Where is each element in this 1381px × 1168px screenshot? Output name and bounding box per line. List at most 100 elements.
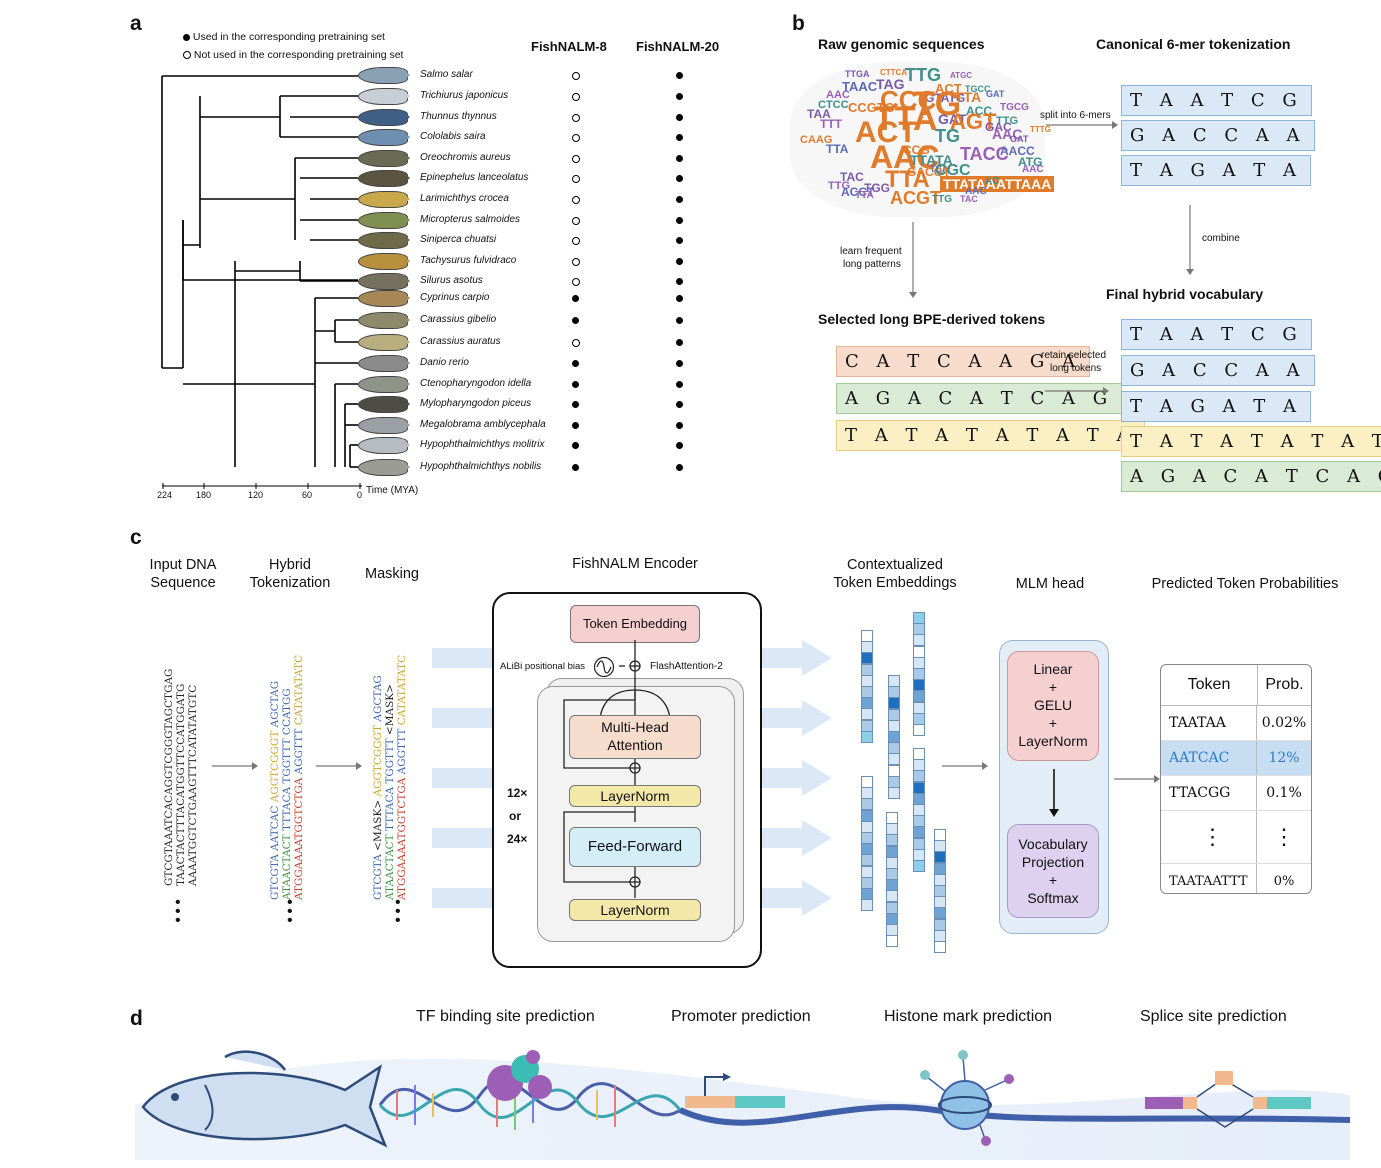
cloud-word: TTA bbox=[826, 142, 849, 157]
fish-icon bbox=[141, 1050, 388, 1148]
task-histone: Histone mark prediction bbox=[884, 1008, 1053, 1025]
layernorm-box-1: LayerNorm bbox=[569, 785, 701, 807]
fish-tail bbox=[402, 192, 410, 206]
cloud-word: TG bbox=[935, 125, 960, 146]
cloud-word: TTG bbox=[932, 194, 952, 205]
encoder-input-arrows bbox=[432, 640, 832, 916]
fish-icon bbox=[358, 253, 408, 270]
cloud-word: ACC bbox=[966, 104, 992, 119]
embedding-cell bbox=[913, 623, 925, 636]
token-span: AGCTAG bbox=[372, 675, 384, 722]
embedding-cell bbox=[861, 708, 873, 721]
cloud-word: TTATAAATTAAA bbox=[940, 176, 1055, 193]
embedding-cell bbox=[913, 634, 925, 647]
table-cell-token: AATCAC bbox=[1161, 741, 1257, 775]
embedding-cell bbox=[934, 885, 946, 897]
mlm-plus-2: + bbox=[1048, 715, 1058, 731]
embedding-cell bbox=[888, 686, 900, 699]
fish-icon bbox=[358, 150, 408, 167]
table-cell-token: TTACGG bbox=[1161, 776, 1257, 810]
species-name: Cyprinus carpio bbox=[420, 292, 490, 303]
species-name: Silurus asotus bbox=[420, 275, 483, 286]
token-span: AGCTAG bbox=[269, 680, 281, 728]
species-name: Siniperca chuatsi bbox=[420, 234, 497, 245]
embedding-cell bbox=[886, 890, 898, 903]
combine-arrow bbox=[1186, 205, 1194, 275]
token-span: ATAACTACT bbox=[281, 830, 293, 900]
fish-icon bbox=[358, 170, 408, 187]
cloud-word: TGG bbox=[864, 181, 890, 196]
filled-dot-icon bbox=[676, 442, 683, 449]
embedding-cell bbox=[886, 812, 898, 824]
cloud-word: GAT bbox=[1010, 134, 1029, 145]
fish-icon bbox=[358, 109, 408, 126]
embedding-cell bbox=[888, 697, 900, 710]
fish-tail bbox=[402, 110, 410, 124]
dna-helix-icon bbox=[378, 1075, 682, 1130]
embedding-cell bbox=[886, 935, 898, 948]
cloud-word: CCG bbox=[903, 143, 930, 158]
fish-icon bbox=[358, 376, 408, 393]
kmer-token-1: T A A T C G bbox=[1121, 85, 1312, 116]
learn-label-1: learn frequent bbox=[840, 246, 902, 257]
fish-tail bbox=[402, 233, 410, 247]
col-pred-heading: Predicted Token Probabilities bbox=[1151, 576, 1339, 592]
filled-dot-icon bbox=[676, 278, 683, 285]
embedding-cell bbox=[913, 690, 925, 703]
encoder-flow-lines bbox=[563, 640, 671, 898]
raw-seq-title: Raw genomic sequences bbox=[818, 36, 985, 52]
embedding-cell bbox=[888, 742, 900, 755]
filled-dot-icon bbox=[676, 317, 683, 324]
cloud-word: TG bbox=[914, 85, 962, 124]
filled-dot-icon bbox=[676, 258, 683, 265]
table-row: ⋮⋮ bbox=[1161, 811, 1311, 864]
token-span: TTTACA bbox=[384, 783, 396, 831]
kmer-token-2: G A C C A A bbox=[1121, 120, 1315, 151]
embedding-cell bbox=[861, 798, 873, 811]
fish-icon bbox=[358, 355, 408, 372]
cloud-word: ACT bbox=[855, 116, 917, 149]
cloud-word: GAC bbox=[985, 120, 1012, 135]
embedding-cell bbox=[886, 879, 898, 892]
cloud-word: CTCC bbox=[818, 98, 849, 111]
filled-dot-icon bbox=[676, 217, 683, 224]
mlm-inner-arrow bbox=[1049, 769, 1059, 817]
species-name: Micropterus salmoides bbox=[420, 214, 521, 225]
fish-tail bbox=[402, 130, 410, 144]
embedding-cell bbox=[934, 918, 946, 931]
task-tf: TF binding site prediction bbox=[416, 1008, 595, 1025]
cloud-word: CAAG bbox=[800, 133, 833, 146]
fish-tail bbox=[402, 89, 410, 103]
embedding-cell bbox=[913, 668, 925, 680]
token-span: ATGGAAAATGGTCTGA bbox=[293, 774, 305, 900]
layernorm-box-2: LayerNorm bbox=[569, 899, 701, 921]
legend-used-text: Used in the corresponding pretraining se… bbox=[192, 31, 385, 43]
embedding-cell bbox=[888, 775, 900, 788]
col-fishnalm-8: FishNALM-8 bbox=[531, 39, 607, 54]
fish-tail bbox=[402, 213, 410, 227]
table-cell-prob: ⋮ bbox=[1273, 824, 1295, 850]
col-masking-heading: Masking bbox=[365, 566, 419, 582]
arrow-to-table bbox=[1114, 775, 1160, 783]
embedding-cell bbox=[913, 804, 925, 816]
filled-dot-icon bbox=[676, 175, 683, 182]
cloud-word: TTGA bbox=[845, 69, 870, 80]
embedding-cell bbox=[888, 787, 900, 799]
species-name: Trichiurus japonicus bbox=[420, 90, 509, 101]
cloud-word: TAAC bbox=[842, 78, 878, 94]
embedding-cell bbox=[861, 719, 873, 732]
cloud-word: TGCC bbox=[965, 84, 991, 95]
embedding-cell bbox=[861, 820, 873, 833]
embedding-cell bbox=[934, 941, 946, 953]
species-name: Carassius gibelio bbox=[420, 314, 497, 325]
embedding-cell bbox=[913, 656, 925, 669]
species-name: Salmo salar bbox=[420, 69, 473, 80]
cloud-word: TCA bbox=[930, 164, 949, 175]
embedding-cell bbox=[861, 697, 873, 710]
fish-tail bbox=[402, 274, 410, 288]
embedding-cell bbox=[913, 679, 925, 692]
fish-tail bbox=[402, 291, 410, 305]
mlm-vocabulary: Vocabulary bbox=[1018, 836, 1088, 852]
bpe-title: Selected long BPE-derived tokens bbox=[818, 311, 1046, 327]
